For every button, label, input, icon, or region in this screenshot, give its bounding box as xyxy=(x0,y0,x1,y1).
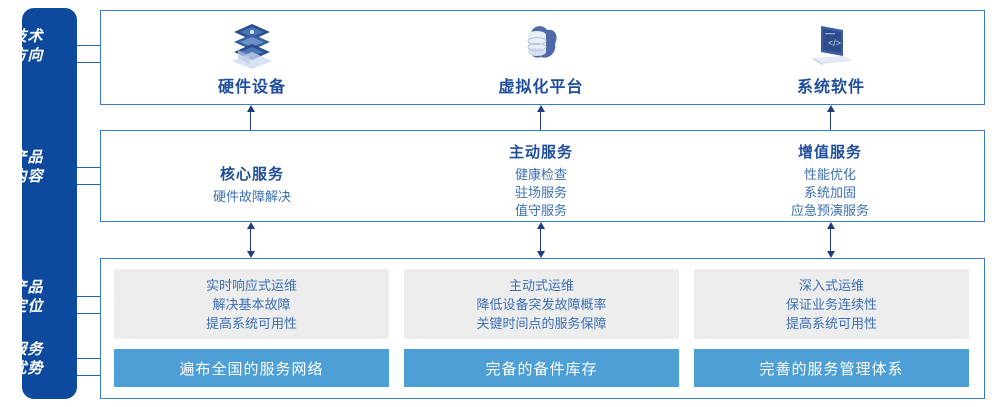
connector-line-position-bottom xyxy=(77,313,100,314)
arrow-up-system-software xyxy=(824,105,838,130)
svg-text:</>: </> xyxy=(828,38,841,48)
advantage-bar-spare-parts[interactable]: 完备的备件库存 xyxy=(404,349,679,387)
tech-card-system-software[interactable]: </> 系统软件 xyxy=(711,19,951,97)
connector-line-content-bottom xyxy=(77,184,100,185)
bottom-card-realtime[interactable]: 实时响应式运维 解决基本故障 提高系统可用性 遍布全国的服务网络 xyxy=(114,269,389,387)
arrow-up-hardware xyxy=(244,105,258,130)
bottom-card-proactive-line-1: 降低设备突发故障概率 xyxy=(476,296,607,312)
sidebar-item-tech-direction-line1: 技术 xyxy=(11,28,44,45)
advantage-bar-service-network[interactable]: 遍布全国的服务网络 xyxy=(114,349,389,387)
connector-line-content-top xyxy=(77,167,100,168)
content-card-core-service-line-0: 硬件故障解决 xyxy=(212,189,291,204)
advantage-bar-management-system[interactable]: 完善的服务管理体系 xyxy=(694,349,969,387)
arrow-up-virtualization xyxy=(534,105,548,130)
sidebar-item-tech-direction-line2: 方向 xyxy=(11,47,44,64)
content-card-value-added-service-heading: 增值服务 xyxy=(797,144,862,161)
content-card-proactive-service[interactable]: 主动服务 健康检查 驻场服务 值守服务 xyxy=(416,141,666,220)
arrow-double-column-2 xyxy=(534,222,548,258)
arrow-double-column-1 xyxy=(244,222,258,258)
bottom-card-realtime-line-2: 提高系统可用性 xyxy=(205,315,297,331)
bottom-card-indepth-line-2: 提高系统可用性 xyxy=(785,315,877,331)
tech-card-hardware[interactable]: 硬件设备 xyxy=(132,19,372,97)
bottom-card-realtime-line-1: 解决基本故障 xyxy=(212,296,291,312)
sidebar-item-product-position[interactable]: 产品 定位 xyxy=(0,278,55,316)
sidebar-item-product-position-line1: 产品 xyxy=(11,279,44,296)
sidebar-item-tech-direction[interactable]: 技术 方向 xyxy=(0,27,55,65)
bottom-card-indepth-positioning: 深入式运维 保证业务连续性 提高系统可用性 xyxy=(694,269,969,339)
cloud-database-icon xyxy=(421,19,661,71)
bottom-card-realtime-line-0: 实时响应式运维 xyxy=(205,277,297,293)
sidebar-item-product-content[interactable]: 产品 内容 xyxy=(0,148,55,186)
tech-card-system-software-title: 系统软件 xyxy=(796,79,865,96)
bottom-card-proactive-line-0: 主动式运维 xyxy=(508,277,574,293)
bottom-card-indepth[interactable]: 深入式运维 保证业务连续性 提高系统可用性 完善的服务管理体系 xyxy=(694,269,969,387)
connector-line-tech-top xyxy=(77,45,100,46)
bottom-card-indepth-line-0: 深入式运维 xyxy=(798,277,864,293)
tech-card-hardware-title: 硬件设备 xyxy=(217,79,286,96)
sidebar-item-product-content-line1: 产品 xyxy=(11,149,44,166)
sidebar-item-product-position-line2: 定位 xyxy=(11,298,44,315)
connector-line-position-top xyxy=(77,296,100,297)
laptop-code-icon: </> xyxy=(711,19,951,71)
server-stack-icon xyxy=(132,19,372,71)
tech-card-virtualization[interactable]: 虚拟化平台 xyxy=(421,19,661,97)
sidebar-item-product-content-line2: 内容 xyxy=(11,168,44,185)
tech-direction-panel: 硬件设备 虚拟化平台 </> xyxy=(100,10,985,105)
bottom-card-realtime-positioning: 实时响应式运维 解决基本故障 提高系统可用性 xyxy=(114,269,389,339)
bottom-card-proactive[interactable]: 主动式运维 降低设备突发故障概率 关键时间点的服务保障 完备的备件库存 xyxy=(404,269,679,387)
bottom-card-indepth-line-1: 保证业务连续性 xyxy=(785,296,877,312)
content-card-core-service-heading: 核心服务 xyxy=(219,166,284,183)
content-card-value-added-service-line-0: 性能优化 xyxy=(803,167,856,182)
product-content-panel: 核心服务 硬件故障解决 主动服务 健康检查 驻场服务 值守服务 增值服务 性能优… xyxy=(100,130,985,222)
content-card-core-service[interactable]: 核心服务 硬件故障解决 xyxy=(127,141,377,206)
sidebar-item-service-advantage[interactable]: 服务 优势 xyxy=(0,340,55,378)
content-card-proactive-service-heading: 主动服务 xyxy=(508,144,573,161)
content-card-value-added-service-line-2: 应急预演服务 xyxy=(790,203,869,218)
content-card-value-added-service[interactable]: 增值服务 性能优化 系统加固 应急预演服务 xyxy=(705,141,955,220)
tech-card-virtualization-title: 虚拟化平台 xyxy=(498,79,584,96)
content-card-proactive-service-line-1: 驻场服务 xyxy=(514,185,567,200)
connector-line-tech-bottom xyxy=(77,62,100,63)
content-card-proactive-service-line-0: 健康检查 xyxy=(514,167,567,182)
sidebar-item-service-advantage-line1: 服务 xyxy=(11,341,44,358)
content-card-value-added-service-line-1: 系统加固 xyxy=(803,185,856,200)
category-sidebar xyxy=(22,8,77,399)
connector-line-advantage-top xyxy=(77,358,100,359)
product-position-advantage-panel: 实时响应式运维 解决基本故障 提高系统可用性 遍布全国的服务网络 主动式运维 降… xyxy=(100,258,985,399)
content-card-proactive-service-line-2: 值守服务 xyxy=(514,203,567,218)
bottom-card-proactive-positioning: 主动式运维 降低设备突发故障概率 关键时间点的服务保障 xyxy=(404,269,679,339)
arrow-double-column-3 xyxy=(824,222,838,258)
sidebar-item-service-advantage-line2: 优势 xyxy=(11,360,44,377)
bottom-card-proactive-line-2: 关键时间点的服务保障 xyxy=(476,315,607,331)
connector-line-advantage-bottom xyxy=(77,375,100,376)
